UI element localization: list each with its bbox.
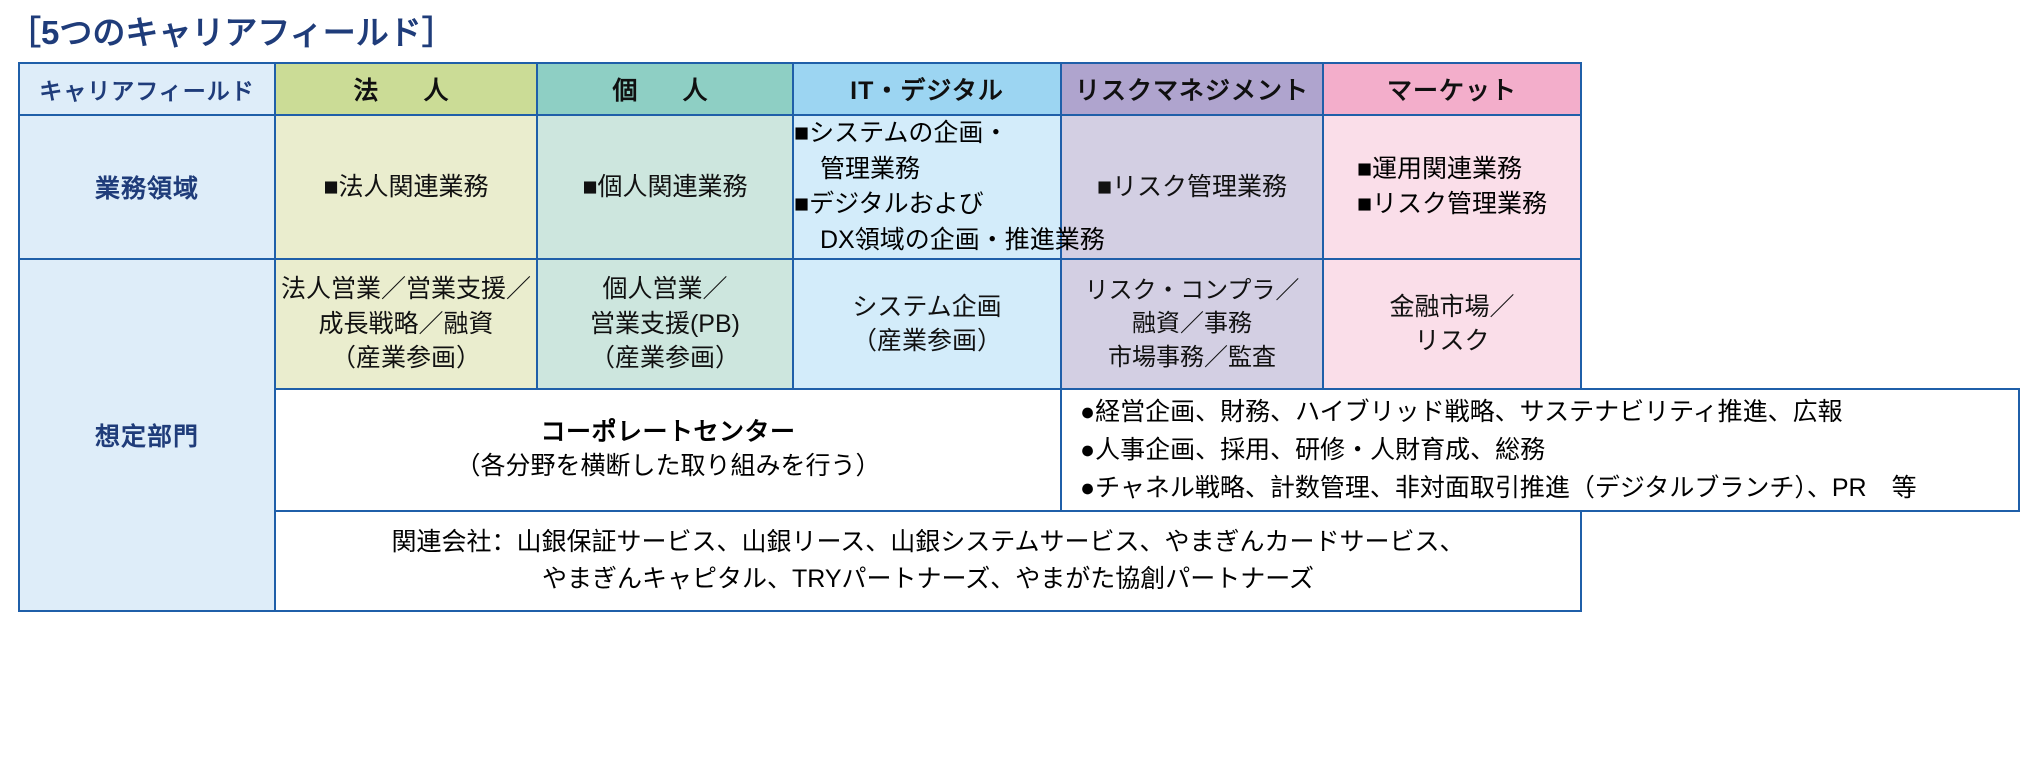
cell-departments-risk: リスク・コンプラ／ 融資／事務 市場事務／監査	[1060, 258, 1324, 390]
cell-business-area-it: ■システムの企画・ 管理業務 ■デジタルおよび DX領域の企画・推進業務	[792, 114, 1105, 260]
cell-line: 市場事務／監査	[1108, 343, 1276, 371]
cell-line: 営業支援(PB)	[589, 309, 740, 338]
cell-departments-it: システム企画 （産業参画）	[792, 258, 1062, 390]
header-cell-it-digital: IT・デジタル	[792, 62, 1062, 116]
cell-line: （産業参画）	[330, 344, 481, 373]
cell-corporate-center: コーポレートセンター （各分野を横断した取り組みを行う）	[274, 388, 1062, 512]
cell-line: リスク	[1414, 327, 1490, 355]
cell-departments-market: 金融市場／ リスク	[1322, 258, 1582, 390]
cell-line: ■リスク管理業務	[1096, 172, 1288, 201]
cell-business-area-market: ■運用関連業務 ■リスク管理業務	[1322, 114, 1582, 260]
cell-line: 融資／事務	[1132, 310, 1252, 338]
cell-departments-houjin: 法人営業／営業支援／ 成長戦略／融資 （産業参画）	[274, 258, 538, 390]
table-row: 業務領域 ■法人関連業務 ■個人関連業務 ■システムの企画・ 管理業務 ■デジタ…	[18, 114, 2019, 260]
corporate-bullet: ●チャネル戦略、計数管理、非対面取引推進（デジタルブランチ）、PR 等	[1080, 474, 1917, 502]
bullet-line: ■システムの企画・	[794, 119, 1009, 147]
cell-line: 個人営業／	[602, 275, 728, 304]
bullet-line: ■デジタルおよび	[794, 190, 984, 218]
career-fields-table: キャリアフィールド 法 人 個 人 IT・デジタル リスクマネジメント マーケッ…	[18, 62, 2020, 612]
row-label-expected-departments: 想定部門	[18, 258, 276, 612]
affiliates-block: 関連会社：山銀保証サービス、山銀リース、山銀システムサービス、やまぎんカードサー…	[276, 524, 1580, 599]
affiliates-line: やまぎんキャピタル、TRYパートナーズ、やまがた協創パートナーズ	[541, 565, 1315, 593]
row-label-business-area: 業務領域	[18, 114, 276, 260]
table-row: 関連会社：山銀保証サービス、山銀リース、山銀システムサービス、やまぎんカードサー…	[19, 510, 2019, 612]
cell-line: （産業参画）	[589, 344, 740, 373]
career-fields-table-wrapper: キャリアフィールド 法 人 個 人 IT・デジタル リスクマネジメント マーケッ…	[18, 62, 2020, 612]
bullet-list: ■システムの企画・ 管理業務 ■デジタルおよび DX領域の企画・推進業務	[794, 116, 1105, 258]
cell-line: 金融市場／	[1389, 292, 1515, 321]
cell-line: ■法人関連業務	[323, 172, 489, 201]
header-cell-risk-management: リスクマネジメント	[1060, 62, 1324, 116]
bullet-line-cont: 管理業務	[820, 154, 921, 183]
cell-departments-kojin: 個人営業／ 営業支援(PB) （産業参画）	[536, 258, 794, 390]
header-cell-career-field: キャリアフィールド	[18, 62, 276, 116]
cell-business-area-risk: ■リスク管理業務	[1060, 114, 1324, 260]
header-cell-market: マーケット	[1322, 62, 1582, 116]
bullet-list: ■運用関連業務 ■リスク管理業務	[1357, 152, 1547, 223]
corporate-bullet-list: ●経営企画、財務、ハイブリッド戦略、サステナビリティ推進、広報 ●人事企画、採用…	[1062, 393, 2018, 507]
cell-corporate-center-bullets: ●経営企画、財務、ハイブリッド戦略、サステナビリティ推進、広報 ●人事企画、採用…	[1060, 388, 2020, 512]
table-row: コーポレートセンター （各分野を横断した取り組みを行う） ●経営企画、財務、ハイ…	[19, 388, 2020, 512]
corporate-center-title: コーポレートセンター	[540, 418, 796, 447]
cell-line: 法人営業／営業支援／	[280, 275, 531, 304]
cell-business-area-houjin: ■法人関連業務	[274, 114, 538, 260]
table-header-row: キャリアフィールド 法 人 個 人 IT・デジタル リスクマネジメント マーケッ…	[18, 62, 2019, 116]
corporate-bullet: ●経営企画、財務、ハイブリッド戦略、サステナビリティ推進、広報	[1080, 398, 1843, 426]
page-title: ［5つのキャリアフィールド］	[8, 14, 455, 51]
header-cell-kojin: 個 人	[536, 62, 794, 116]
cell-line: （産業参画）	[851, 327, 1002, 355]
cell-line: リスク・コンプラ／	[1084, 277, 1300, 305]
corporate-center-block: コーポレートセンター （各分野を横断した取り組みを行う）	[276, 416, 1060, 484]
corporate-bullet: ●人事企画、採用、研修・人財育成、総務	[1080, 436, 1546, 464]
cell-affiliated-companies: 関連会社：山銀保証サービス、山銀リース、山銀システムサービス、やまぎんカードサー…	[274, 510, 1582, 612]
corporate-center-subtitle: （各分野を横断した取り組みを行う）	[455, 452, 881, 480]
cell-line: システム企画	[852, 292, 1002, 321]
bullet-line-cont: DX領域の企画・推進業務	[820, 225, 1105, 254]
bullet-line: ■リスク管理業務	[1356, 190, 1548, 218]
cell-line: 成長戦略／融資	[318, 309, 494, 338]
cell-business-area-kojin: ■個人関連業務	[536, 114, 794, 260]
header-cell-houjin: 法 人	[274, 62, 538, 116]
table-row: 想定部門 法人営業／営業支援／ 成長戦略／融資 （産業参画） 個人営業／ 営業支…	[18, 258, 2019, 612]
affiliates-line: 関連会社：山銀保証サービス、山銀リース、山銀システムサービス、やまぎんカードサー…	[391, 527, 1465, 556]
cell-line: ■個人関連業務	[582, 172, 748, 201]
bullet-line: ■運用関連業務	[1356, 154, 1523, 183]
